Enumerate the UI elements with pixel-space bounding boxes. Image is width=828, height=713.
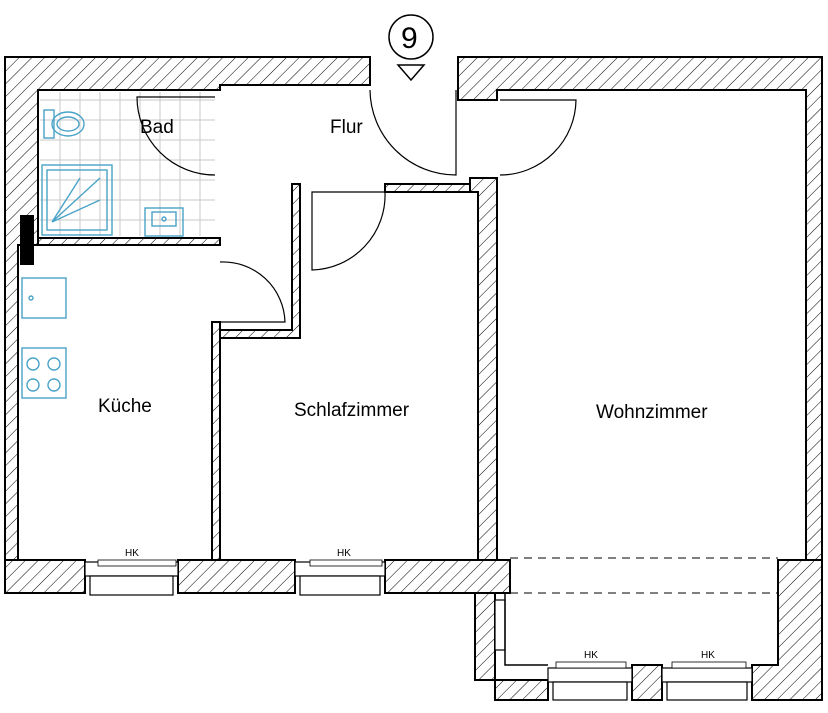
wall-bottom-mid1	[177, 559, 296, 594]
vent-shaft	[20, 215, 34, 265]
wall-bottom-left	[4, 559, 86, 594]
windows: HK HK HK HK	[84, 548, 779, 701]
radiator-kitchen	[97, 559, 177, 567]
wall-bottom-mid2	[384, 559, 511, 594]
radiator-label-kitchen: HK	[125, 548, 139, 559]
toilet-icon	[43, 109, 85, 139]
wall-kitchen-sleep	[211, 321, 221, 561]
radiator-bedroom	[309, 559, 383, 567]
window-bay-left: HK	[547, 650, 633, 701]
room-label-schlafzimmer: Schlafzimmer	[294, 400, 410, 421]
radiator-bay-right	[671, 661, 747, 669]
wall-bath-kitchen	[37, 237, 221, 246]
entrance-triangle-icon	[396, 64, 426, 82]
unit-number: 9	[401, 22, 418, 55]
bath-tiles	[40, 92, 215, 236]
bath-door[interactable]	[136, 96, 216, 176]
wall-bay-left	[474, 592, 549, 701]
stove-icon	[21, 347, 67, 399]
doors	[136, 89, 577, 323]
unit-marker: 9	[388, 14, 434, 82]
wall-sleep-top	[219, 183, 301, 339]
radiator-label-bedroom: HK	[337, 548, 351, 559]
wall-bay-right	[751, 559, 823, 701]
radiator-bay-left	[555, 661, 627, 669]
radiator-label-bay-left: HK	[584, 650, 598, 661]
wall-bay-bottom-mid	[631, 664, 663, 701]
shower-icon	[41, 164, 113, 236]
wall-sleep-top2	[384, 183, 471, 193]
kitchen-sink-icon	[21, 277, 67, 319]
window-bay-side	[494, 599, 506, 651]
room-label-kueche: Küche	[98, 396, 152, 417]
walls	[4, 56, 823, 701]
wall-sleep-living	[469, 177, 498, 561]
room-label-flur: Flur	[330, 117, 363, 138]
window-bay-right: HK	[661, 650, 753, 701]
room-label-wohnzimmer: Wohnzimmer	[596, 402, 708, 423]
fixtures	[21, 109, 184, 399]
room-label-bad: Bad	[140, 117, 174, 138]
entrance-door[interactable]	[369, 89, 457, 176]
unit-number-circle	[388, 14, 434, 60]
window-kitchen: HK	[84, 548, 179, 596]
wall-top-right	[457, 56, 823, 561]
living-room-door[interactable]	[499, 99, 577, 176]
bedroom-door[interactable]	[311, 191, 386, 271]
window-bedroom: HK	[294, 548, 386, 596]
kitchen-door[interactable]	[219, 261, 286, 323]
radiator-label-bay-right: HK	[701, 650, 715, 661]
sink-icon	[144, 207, 184, 237]
